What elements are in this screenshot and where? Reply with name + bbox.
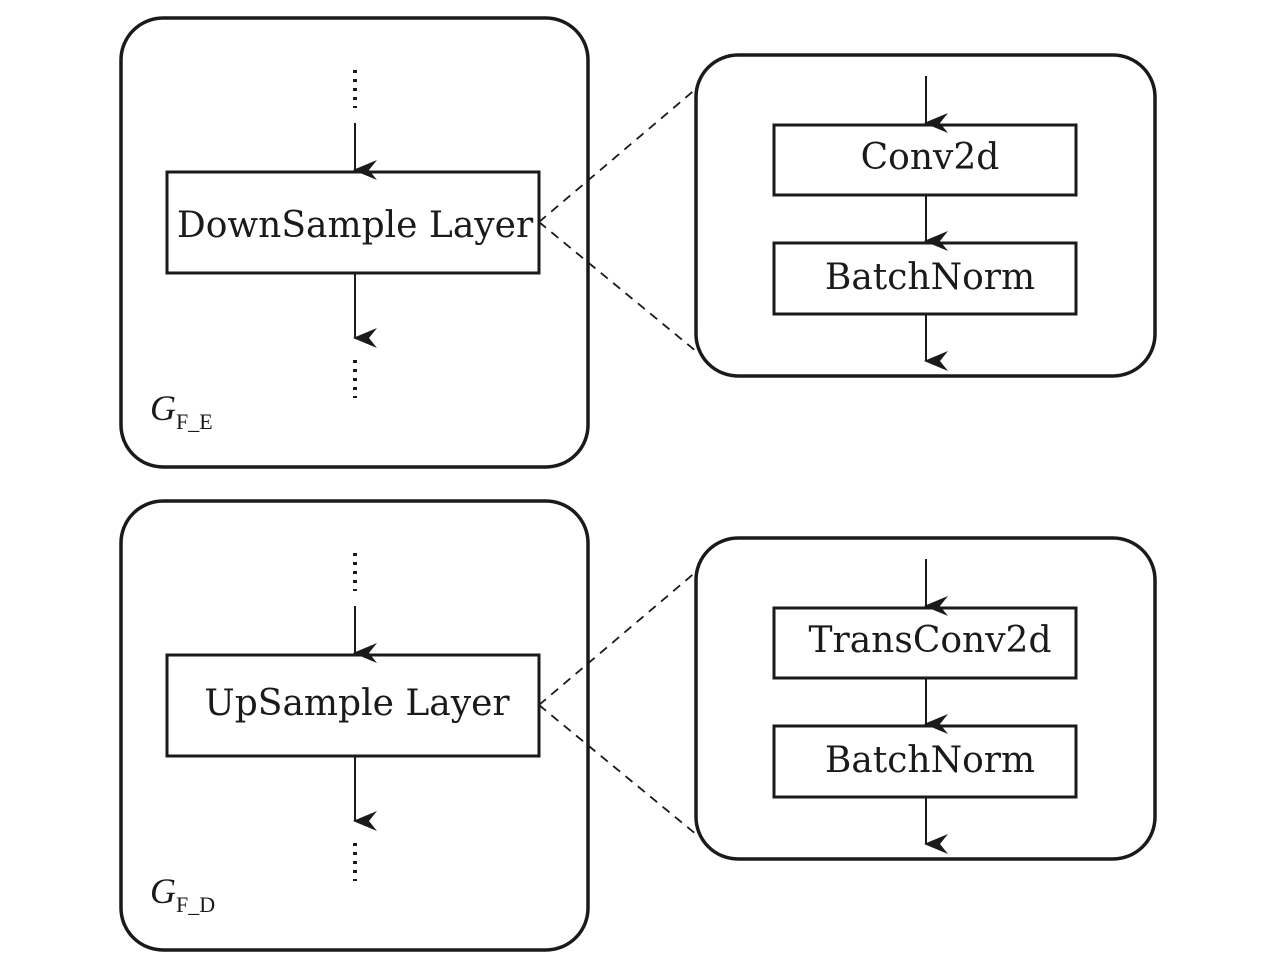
encoder-detail-container	[694, 53, 1157, 378]
decoder-zoom-line-top	[538, 570, 698, 706]
encoder-batchnorm-box	[772, 241, 1078, 316]
downsample-layer-label: DownSample Layer	[177, 205, 534, 246]
encoder-group: DownSample Layer G F_E Conv2d BatchNorm	[119, 16, 1157, 469]
upsample-layer-label: UpSample Layer	[204, 683, 510, 724]
encoder-module-subscript: F_E	[176, 409, 213, 434]
encoder-batchnorm-label: BatchNorm	[825, 257, 1035, 298]
decoder-batchnorm-box	[772, 724, 1078, 799]
decoder-module-symbol: G	[150, 871, 176, 911]
decoder-module-subscript: F_D	[176, 892, 215, 917]
encoder-zoom-line-top	[538, 87, 698, 223]
encoder-zoom-line-bottom	[538, 221, 698, 353]
conv2d-label: Conv2d	[861, 137, 1000, 178]
decoder-module-container	[119, 499, 590, 952]
decoder-zoom-line-bottom	[538, 704, 698, 836]
decoder-detail-container	[694, 536, 1157, 861]
transconv2d-label: TransConv2d	[808, 620, 1051, 661]
encoder-module-container	[119, 16, 590, 469]
decoder-group: UpSample Layer G F_D TransConv2d BatchNo…	[119, 499, 1157, 952]
encoder-module-symbol: G	[150, 388, 176, 428]
decoder-batchnorm-label: BatchNorm	[825, 740, 1035, 781]
conv2d-box	[772, 123, 1078, 197]
transconv2d-box	[772, 606, 1078, 680]
